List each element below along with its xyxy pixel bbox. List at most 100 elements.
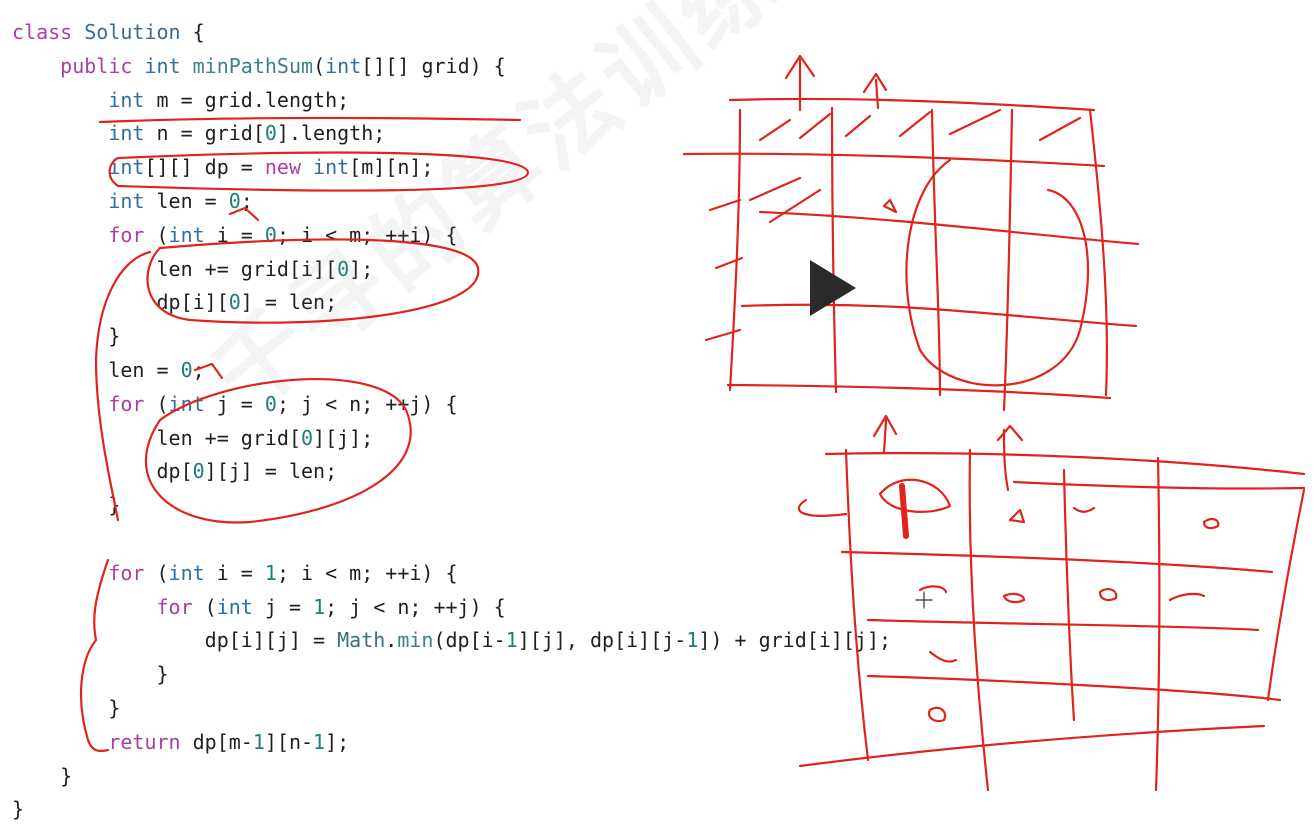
code-line: len = 0; <box>12 354 891 388</box>
code-token: int <box>108 155 145 180</box>
code-token: ; <box>192 357 205 382</box>
code-token: } <box>12 797 25 822</box>
code-line: } <box>12 320 891 354</box>
code-line: } <box>12 793 891 827</box>
code-token: i = <box>204 222 265 247</box>
code-token: 0 <box>264 121 277 146</box>
code-token: ][j] = len; <box>204 459 338 484</box>
code-token: } <box>12 324 121 349</box>
code-token: 1 <box>264 560 277 585</box>
code-token: . <box>385 628 398 653</box>
code-token: int <box>168 222 205 247</box>
code-token: dp[ <box>12 459 193 484</box>
code-token: ; i < m; ++i) { <box>276 560 458 585</box>
code-line: } <box>12 658 891 692</box>
code-token: ]) + grid[i][j]; <box>698 628 892 653</box>
code-line: for (int i = 1; i < m; ++i) { <box>12 557 891 591</box>
code-token: 0 <box>264 222 277 247</box>
code-token: ]; <box>325 729 350 754</box>
code-token: int <box>313 155 350 180</box>
code-token: for <box>108 391 145 416</box>
code-token: len = <box>12 357 181 382</box>
code-token: ][j], dp[i][j- <box>517 628 687 653</box>
play-icon <box>810 260 856 316</box>
code-token: ][j]; <box>313 425 374 450</box>
code-token: } <box>12 662 169 687</box>
code-token: ( <box>313 53 326 78</box>
code-line: } <box>12 760 891 794</box>
code-token: m = grid.length; <box>144 87 350 112</box>
code-token <box>12 392 108 416</box>
code-token: len = <box>144 188 229 213</box>
code-token: { <box>180 20 205 44</box>
code-token: int <box>144 53 193 78</box>
code-token: public <box>60 53 145 78</box>
code-line: } <box>12 692 891 726</box>
code-token <box>12 54 60 78</box>
code-token: i = <box>204 560 265 585</box>
code-token: for <box>156 594 193 619</box>
code-token: Solution <box>84 20 181 44</box>
code-line: dp[i][0] = len; <box>12 286 891 320</box>
code-line: return dp[m-1][n-1]; <box>12 726 891 760</box>
code-line: } <box>12 489 891 523</box>
code-token: ][n- <box>264 729 314 754</box>
code-line: class Solution { <box>12 16 891 50</box>
code-token: 0 <box>228 188 241 213</box>
code-line: dp[0][j] = len; <box>12 455 891 489</box>
code-line: public int minPathSum(int[][] grid) { <box>12 50 891 84</box>
code-token: (dp[i- <box>433 628 506 653</box>
code-token: ; j < n; ++j) { <box>325 594 506 619</box>
code-token: for <box>108 222 145 247</box>
code-token: Math <box>337 628 386 653</box>
code-token: int <box>108 87 145 112</box>
code-token: 1 <box>686 628 699 653</box>
code-token: ; <box>240 188 253 213</box>
code-token: ( <box>144 391 169 416</box>
code-token: new <box>264 155 314 180</box>
code-token: minPathSum <box>192 53 314 78</box>
code-token: for <box>108 560 145 585</box>
code-line <box>12 523 891 557</box>
code-token: ( <box>144 560 169 585</box>
code-line: dp[i][j] = Math.min(dp[i-1][j], dp[i][j-… <box>12 624 891 658</box>
code-token: ( <box>144 222 169 247</box>
code-token: 0 <box>192 459 205 484</box>
code-line: for (int j = 0; j < n; ++j) { <box>12 388 891 422</box>
code-token <box>12 595 157 619</box>
code-token: int <box>108 121 145 146</box>
code-token <box>12 155 108 179</box>
code-token: [][] grid) { <box>361 53 506 78</box>
code-token: int <box>216 594 253 619</box>
code-token: [][] dp = <box>144 155 265 180</box>
code-token: 1 <box>252 729 265 754</box>
code-token <box>12 730 108 754</box>
code-token: ( <box>192 594 217 619</box>
code-token <box>12 189 108 213</box>
code-token: } <box>12 493 121 518</box>
code-token: j = <box>252 594 314 619</box>
code-token: } <box>12 763 73 788</box>
code-token: dp[i][ <box>12 290 229 315</box>
code-token: int <box>168 560 205 585</box>
code-token: 1 <box>313 729 326 754</box>
code-token <box>12 223 108 247</box>
code-line: int n = grid[0].length; <box>12 117 891 151</box>
code-token: class <box>12 20 85 44</box>
code-token: int <box>325 53 362 78</box>
play-button[interactable] <box>806 258 858 318</box>
code-line: len += grid[0][j]; <box>12 422 891 456</box>
code-line: for (int j = 1; j < n; ++j) { <box>12 591 891 625</box>
code-token: return <box>108 729 181 754</box>
code-token: int <box>168 391 205 416</box>
code-token <box>12 88 108 112</box>
code-token: dp[m- <box>180 729 253 754</box>
code-line: int m = grid.length; <box>12 84 891 118</box>
code-token: 0 <box>180 357 193 382</box>
code-token <box>12 561 108 585</box>
code-token: int <box>108 188 145 213</box>
code-token <box>12 121 108 145</box>
code-token: 0 <box>300 425 314 450</box>
code-token: } <box>12 695 121 720</box>
